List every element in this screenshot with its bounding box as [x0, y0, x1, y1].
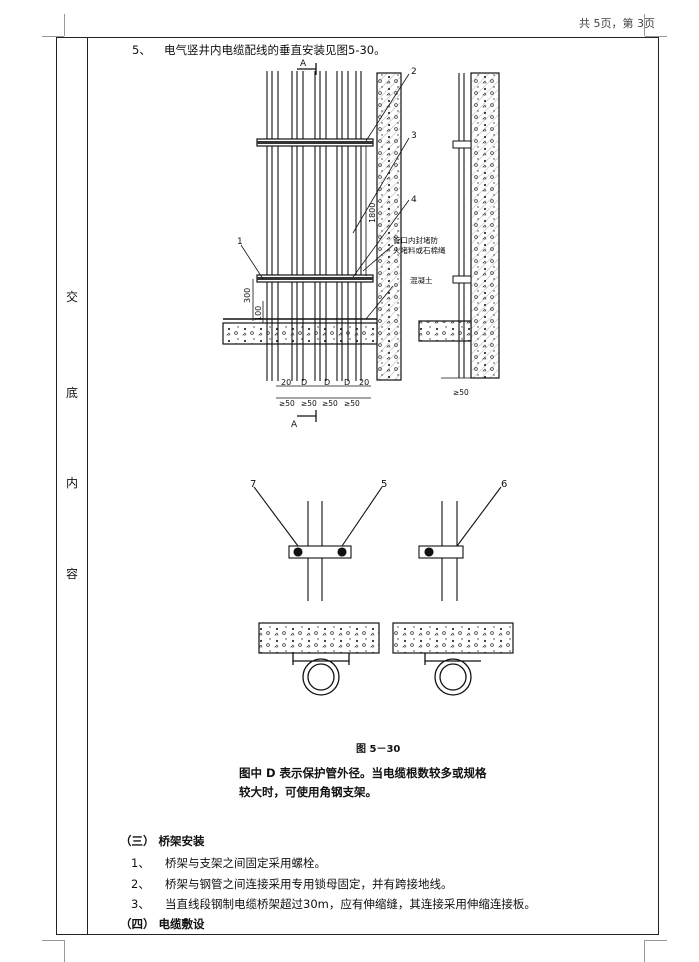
label-n4: 4 [411, 195, 417, 205]
label-ge50d: ≥50 [344, 399, 360, 408]
figure-number: 图 5－30 [356, 743, 400, 755]
figure-caption-line2: 较大时，可使用角钢支架。 [239, 785, 377, 799]
floor-slab-side [418, 320, 472, 342]
label-dim-1800: 1800 [368, 203, 377, 223]
label-n7: 7 [250, 479, 256, 490]
figure-5-30: A A 2 3 4 1 1800 300 100 管口内封堵防 火堵料或石棉绳 … [222, 59, 514, 755]
document-frame: 交 底 内 容 5、 电气竖井内电缆配线的垂直安装见图5-30。 [56, 37, 659, 935]
detail-right [418, 486, 502, 601]
section3-item1-num: 1、 [131, 856, 150, 870]
section3-item1-text: 桥架与支架之间固定采用螺栓。 [165, 856, 326, 870]
label-dim-20a: 20 [281, 378, 291, 387]
crop-mark-tr-h [645, 36, 667, 37]
label-ge50a: ≥50 [279, 399, 295, 408]
section3-item3-text: 当直线段钢制电缆桥架超过30m，应有伸缩缝，其连接采用伸缩连接板。 [165, 897, 536, 911]
detail-slab-left [258, 622, 380, 654]
side-clamp-lower [452, 275, 472, 284]
crop-mark-br-v [644, 940, 645, 962]
section3-item3-num: 3、 [131, 897, 150, 911]
crop-mark-bl-v [64, 940, 65, 962]
label-n6: 6 [501, 479, 507, 490]
label-d2: D [324, 378, 330, 387]
label-d3: D [344, 378, 350, 387]
label-dim-20b: 20 [359, 378, 369, 387]
sidebar-column: 交 底 内 容 [57, 38, 88, 934]
label-n1: 1 [237, 237, 243, 247]
pipe-group [266, 71, 362, 381]
leader-lines [240, 73, 410, 320]
label-a-bottom: A [291, 420, 298, 430]
crop-mark-tr-v [644, 14, 645, 36]
section5-num: 5、 [132, 43, 151, 57]
detail-slab-right [392, 622, 514, 654]
section4-heading: （四） 电缆敷设 [120, 917, 205, 931]
crop-mark-tl-v [64, 14, 65, 36]
side-pipe [458, 73, 465, 378]
label-ge50-side: ≥50 [453, 388, 469, 397]
wall-main-hatch [377, 73, 401, 380]
section3-item2-num: 2、 [131, 877, 150, 891]
sidebar-char-4: 容 [65, 567, 78, 581]
label-d1: D [301, 378, 307, 387]
label-dim-300: 300 [243, 288, 252, 303]
side-clamp-upper [452, 140, 472, 149]
label-note-fire-2: 火堵料或石棉绳 [393, 245, 446, 255]
page-counter: 共 5页，第 3页 [579, 17, 655, 30]
section3-item2-text: 桥架与钢管之间连接采用专用锁母固定，并有跨接地线。 [165, 877, 453, 891]
label-ge50b: ≥50 [301, 399, 317, 408]
crop-mark-tl-h [42, 36, 64, 37]
section5-text: 电气竖井内电缆配线的垂直安装见图5-30。 [164, 43, 386, 57]
label-dim-100: 100 [254, 306, 263, 321]
content-area: 5、 电气竖井内电缆配线的垂直安装见图5-30。 [87, 38, 658, 934]
label-note-fire-1: 管口内封堵防 [393, 235, 438, 245]
section3-heading: （三） 桥架安装 [120, 834, 205, 848]
label-n2: 2 [411, 67, 417, 77]
detail-left [253, 486, 383, 601]
crop-mark-br-h [645, 940, 667, 941]
detail-clamp-right [424, 653, 481, 696]
floor-slab-main [222, 322, 378, 345]
label-ge50c: ≥50 [322, 399, 338, 408]
figure-caption-line1: 图中 D 表示保护管外径。当电缆根数较多或规格 [239, 766, 487, 780]
label-n3: 3 [411, 131, 417, 141]
label-a-top: A [300, 59, 307, 69]
sidebar-char-1: 交 [65, 290, 78, 304]
detail-clamp-left [292, 653, 350, 696]
label-note-concrete: 混凝土 [410, 275, 433, 285]
clamp-bar-upper [256, 138, 374, 147]
clamp-bar-lower [256, 274, 374, 283]
sidebar-char-2: 底 [65, 386, 78, 400]
wall-side-hatch [471, 73, 499, 378]
label-n5: 5 [381, 479, 387, 490]
sidebar-char-3: 内 [65, 476, 78, 490]
crop-mark-bl-h [42, 940, 64, 941]
